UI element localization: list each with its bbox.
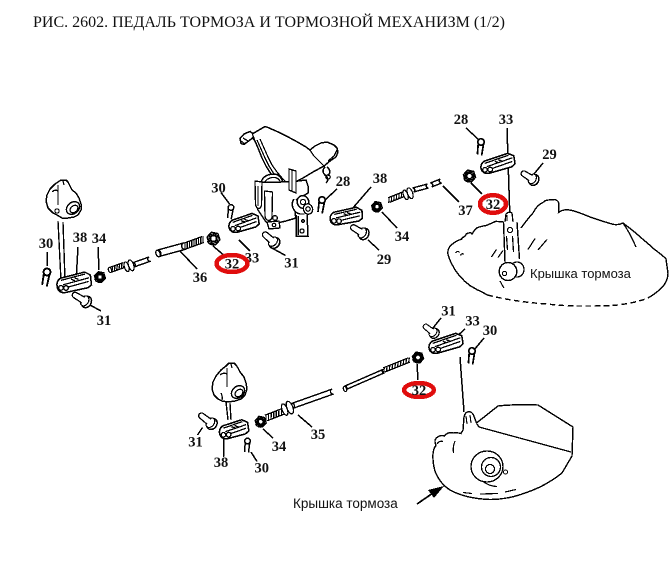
svg-text:30: 30 [211, 181, 226, 197]
svg-text:31: 31 [97, 313, 112, 329]
svg-text:35: 35 [311, 427, 326, 443]
svg-text:31: 31 [284, 256, 299, 272]
svg-text:36: 36 [193, 270, 208, 286]
svg-text:29: 29 [377, 252, 392, 268]
svg-text:28: 28 [336, 174, 351, 190]
svg-text:37: 37 [458, 203, 473, 219]
svg-text:32: 32 [225, 257, 240, 273]
svg-text:Крышка тормоза: Крышка тормоза [530, 266, 632, 281]
svg-text:38: 38 [73, 230, 88, 246]
svg-text:32: 32 [486, 197, 501, 213]
svg-text:32: 32 [412, 383, 427, 399]
svg-text:30: 30 [39, 236, 54, 252]
svg-text:31: 31 [441, 304, 456, 320]
svg-text:РИС. 2602. ПЕДАЛЬ ТОРМОЗА И ТО: РИС. 2602. ПЕДАЛЬ ТОРМОЗА И ТОРМОЗНОЙ МЕ… [33, 12, 505, 31]
svg-text:30: 30 [483, 323, 498, 339]
svg-text:30: 30 [255, 461, 270, 477]
svg-text:38: 38 [373, 171, 388, 187]
svg-text:31: 31 [188, 435, 203, 451]
svg-text:34: 34 [272, 439, 287, 455]
svg-text:34: 34 [92, 231, 107, 247]
svg-text:Крышка тормоза: Крышка тормоза [293, 496, 398, 511]
svg-text:34: 34 [395, 229, 410, 245]
svg-text:29: 29 [542, 147, 557, 163]
svg-text:38: 38 [214, 455, 229, 471]
svg-text:33: 33 [465, 314, 480, 330]
svg-text:28: 28 [454, 112, 469, 128]
svg-text:33: 33 [499, 112, 514, 128]
